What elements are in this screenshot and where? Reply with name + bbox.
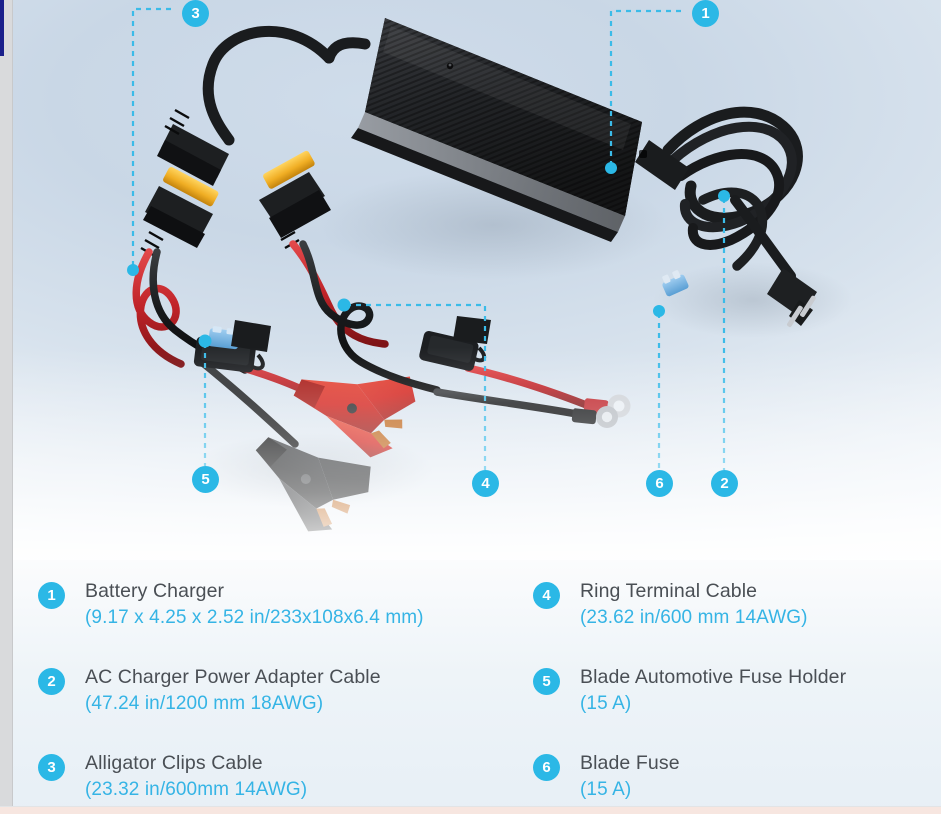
legend-spec-3: (23.32 in/600mm 14AWG) — [85, 778, 308, 800]
legend-item-1: 1 Battery Charger (9.17 x 4.25 x 2.52 in… — [38, 580, 508, 638]
battery-charger-brick — [323, 18, 642, 242]
ring-terminal-cable — [289, 240, 593, 418]
blade-fuse-standalone — [662, 270, 689, 297]
dc-output-cable — [202, 25, 335, 146]
leader-line-1 — [609, 9, 681, 166]
alligator-clips-cable — [132, 248, 335, 448]
leader-line-4 — [346, 303, 487, 470]
legend-spec-6: (15 A) — [580, 778, 632, 800]
callout-leader-lines — [131, 7, 726, 470]
ring-terminal-red — [583, 394, 631, 418]
page-left-edge-strip — [0, 0, 13, 814]
anchor-dot-2 — [718, 190, 730, 202]
legend-badge-5: 5 — [533, 668, 560, 695]
callout-badge-2[interactable]: 2 — [711, 470, 738, 497]
legend-item-2: 2 AC Charger Power Adapter Cable (47.24 … — [38, 666, 508, 724]
legend-title-5: Blade Automotive Fuse Holder — [580, 666, 847, 688]
callout-badge-1[interactable]: 1 — [692, 0, 719, 27]
alligator-clip-red — [293, 376, 416, 458]
anchor-dot-6 — [653, 305, 665, 317]
callout-badge-6[interactable]: 6 — [646, 470, 673, 497]
legend-title-1: Battery Charger — [85, 580, 225, 602]
legend-title-6: Blade Fuse — [580, 752, 680, 774]
legend-title-3: Alligator Clips Cable — [85, 752, 263, 774]
legend-badge-3: 3 — [38, 754, 65, 781]
legend-spec-2: (47.24 in/1200 mm 18AWG) — [85, 692, 324, 714]
callout-badge-5[interactable]: 5 — [192, 466, 219, 493]
callout-badge-3[interactable]: 3 — [182, 0, 209, 27]
legend-spec-4: (23.62 in/600 mm 14AWG) — [580, 606, 808, 628]
page-left-accent-bar — [0, 0, 4, 56]
anchor-dot-3 — [127, 264, 139, 276]
xt60-connector-left — [140, 108, 229, 258]
legend-item-6: 6 Blade Fuse (15 A) — [533, 752, 933, 810]
legend-item-5: 5 Blade Automotive Fuse Holder (15 A) — [533, 666, 933, 724]
anchor-dot-5 — [198, 334, 212, 348]
page-bottom-strip — [0, 807, 941, 814]
legend-title-4: Ring Terminal Cable — [580, 580, 758, 602]
legend-item-4: 4 Ring Terminal Cable (23.62 in/600 mm 1… — [533, 580, 933, 638]
alligator-clip-black — [255, 437, 371, 532]
callout-anchor-dots — [127, 162, 730, 348]
legend-badge-6: 6 — [533, 754, 560, 781]
anchor-dot-4 — [337, 298, 351, 312]
legend-spec-5: (15 A) — [580, 692, 632, 714]
legend-badge-1: 1 — [38, 582, 65, 609]
blade-fuse-holder-right — [419, 316, 491, 371]
legend-title-2: AC Charger Power Adapter Cable — [85, 666, 381, 688]
callout-badge-4[interactable]: 4 — [472, 470, 499, 497]
page-left-divider — [12, 0, 13, 814]
ring-terminal-black — [571, 406, 618, 428]
leader-line-3 — [131, 7, 171, 268]
legend-panel: 1 Battery Charger (9.17 x 4.25 x 2.52 in… — [13, 560, 941, 814]
legend-item-3: 3 Alligator Clips Cable (23.32 in/600mm … — [38, 752, 508, 810]
legend-badge-2: 2 — [38, 668, 65, 695]
ac-power-cord — [662, 106, 803, 281]
legend-badge-4: 4 — [533, 582, 560, 609]
anchor-dot-1 — [605, 162, 617, 174]
ac-wall-plug — [767, 268, 817, 327]
page-bottom-divider — [0, 806, 941, 807]
ac-cord-iec-connector — [635, 140, 689, 190]
blade-fuse-holder-left — [193, 320, 271, 373]
product-photo: 1 2 3 4 5 6 — [13, 0, 941, 560]
legend-spec-1: (9.17 x 4.25 x 2.52 in/233x108x6.4 mm) — [85, 606, 424, 628]
xt60-connector-right — [259, 150, 331, 250]
legend-column-right: 4 Ring Terminal Cable (23.62 in/600 mm 1… — [533, 580, 933, 814]
legend-column-left: 1 Battery Charger (9.17 x 4.25 x 2.52 in… — [38, 580, 508, 814]
